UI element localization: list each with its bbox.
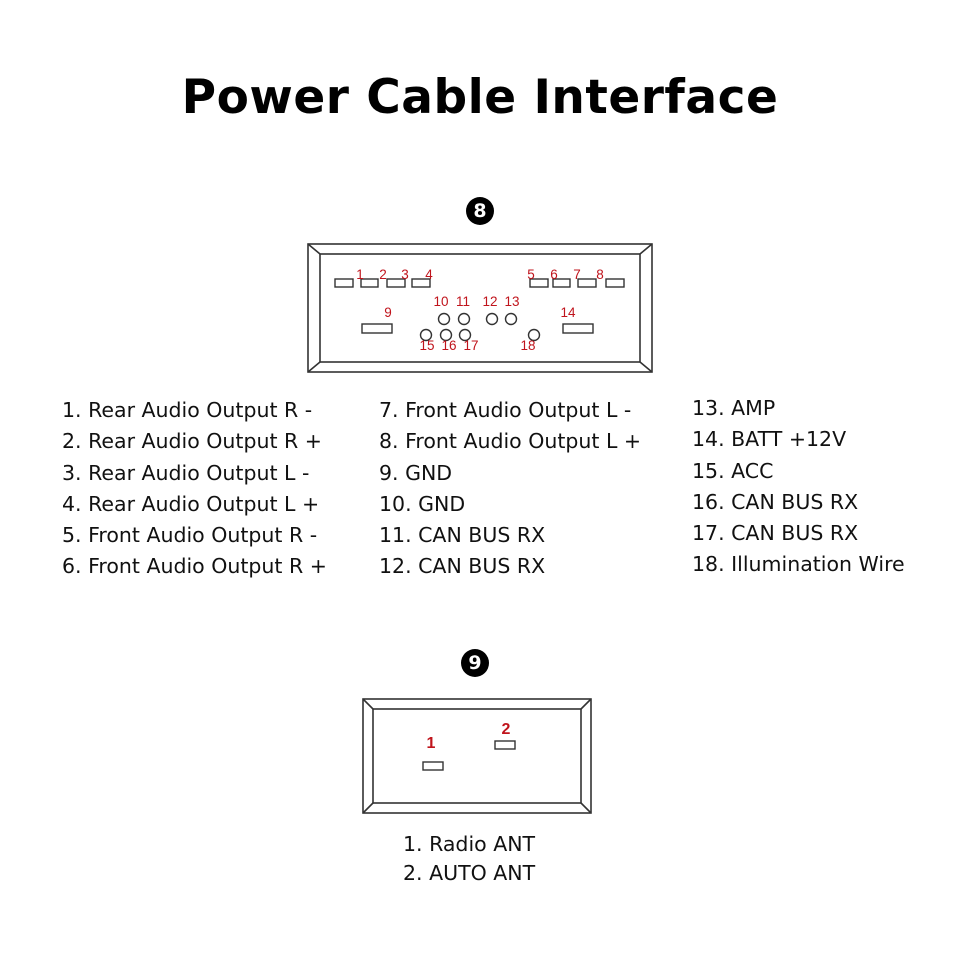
pin-12-label: 12 <box>482 294 497 309</box>
pin-15-label: 15 <box>419 338 434 353</box>
pin-11-label: 11 <box>456 294 470 309</box>
pin-6-socket <box>552 278 571 288</box>
pin-desc-radio-ant: 1. Radio ANT <box>403 832 536 856</box>
pin-18-label: 18 <box>520 338 535 353</box>
pin-15-socket <box>419 328 433 342</box>
pin-1-label: 1 <box>356 267 364 282</box>
page-title: Power Cable Interface <box>181 70 779 125</box>
pin-4-label: 4 <box>425 267 433 282</box>
pin-18-socket <box>527 328 541 342</box>
pin-1-socket <box>334 278 354 288</box>
pin-12-socket <box>485 312 499 326</box>
connector-9-inner-frame <box>372 708 582 804</box>
connector-8-pin-list-col1: 1. Rear Audio Output R - 2. Rear Audio O… <box>62 395 327 583</box>
pin-9-socket <box>361 323 393 334</box>
pin-desc-4: 4. Rear Audio Output L + <box>62 491 320 516</box>
connector-8-pin-list-col3: 13. AMP 14. BATT +12V 15. ACC 16. CAN BU… <box>692 393 905 581</box>
pin-3-label: 3 <box>401 267 409 282</box>
antenna-pin-2-label: 2 <box>502 721 511 738</box>
pin-13-socket <box>504 312 518 326</box>
pin-desc-5: 5. Front Audio Output R - <box>62 523 318 548</box>
pin-desc-13: 13. AMP <box>692 396 776 420</box>
pin-17-label: 17 <box>463 338 478 353</box>
pin-7-socket <box>577 278 597 288</box>
connector-8-badge: 8 <box>466 197 494 225</box>
pin-16-socket <box>439 328 453 342</box>
pin-14-socket <box>562 323 594 334</box>
pin-desc-1: 1. Rear Audio Output R - <box>62 398 313 422</box>
pin-16-label: 16 <box>441 338 456 353</box>
pin-4-socket <box>411 278 431 288</box>
pin-desc-8: 8. Front Audio Output L + <box>379 429 642 454</box>
pin-desc-9: 9. GND <box>379 460 453 485</box>
pin-desc-12: 12. CAN BUS RX <box>379 554 546 579</box>
pin-desc-14: 14. BATT +12V <box>692 427 847 452</box>
pin-desc-7: 7. Front Audio Output L - <box>379 398 632 422</box>
connector-8-inner-frame <box>319 253 641 363</box>
connector-9-badge: 9 <box>461 649 489 677</box>
pin-desc-6: 6. Front Audio Output R + <box>62 554 327 579</box>
pin-10-socket <box>437 312 451 326</box>
connector-8-outer-frame <box>307 243 653 373</box>
pin-10-label: 10 <box>433 294 448 309</box>
pin-9-label: 9 <box>384 305 392 320</box>
pin-5-socket <box>529 278 549 288</box>
pin-7-label: 7 <box>573 267 581 282</box>
pin-3-socket <box>386 278 406 288</box>
pin-desc-auto-ant: 2. AUTO ANT <box>403 861 536 885</box>
antenna-pin-2-socket <box>494 740 516 750</box>
pin-desc-16: 16. CAN BUS RX <box>692 489 859 514</box>
connector-9-outer-frame <box>362 698 592 814</box>
pin-8-label: 8 <box>596 267 604 282</box>
pin-8-socket <box>605 278 625 288</box>
connector-8-pin-list-col2: 7. Front Audio Output L - 8. Front Audio… <box>379 395 641 583</box>
pin-desc-10: 10. GND <box>379 491 466 516</box>
pin-5-label: 5 <box>527 267 535 282</box>
pin-11-socket <box>457 312 471 326</box>
pin-2-socket <box>360 278 379 288</box>
pin-desc-2: 2. Rear Audio Output R + <box>62 429 322 454</box>
antenna-pin-1-label: 1 <box>427 735 436 752</box>
pin-13-label: 13 <box>504 294 519 309</box>
pin-2-label: 2 <box>379 267 387 282</box>
pin-desc-11: 11. CAN BUS RX <box>379 523 546 548</box>
pin-6-label: 6 <box>550 267 558 282</box>
pin-desc-3: 3. Rear Audio Output L - <box>62 460 310 485</box>
antenna-pin-1-socket <box>422 761 444 771</box>
pin-desc-18: 18. Illumination Wire <box>692 552 905 577</box>
pin-17-socket <box>458 328 472 342</box>
connector-9-diagram: 12 <box>362 698 592 814</box>
pin-14-label: 14 <box>560 305 576 320</box>
pin-desc-17: 17. CAN BUS RX <box>692 521 859 546</box>
connector-9-pin-list: 1. Radio ANT 2. AUTO ANT <box>403 830 535 888</box>
pin-desc-15: 15. ACC <box>692 458 774 483</box>
